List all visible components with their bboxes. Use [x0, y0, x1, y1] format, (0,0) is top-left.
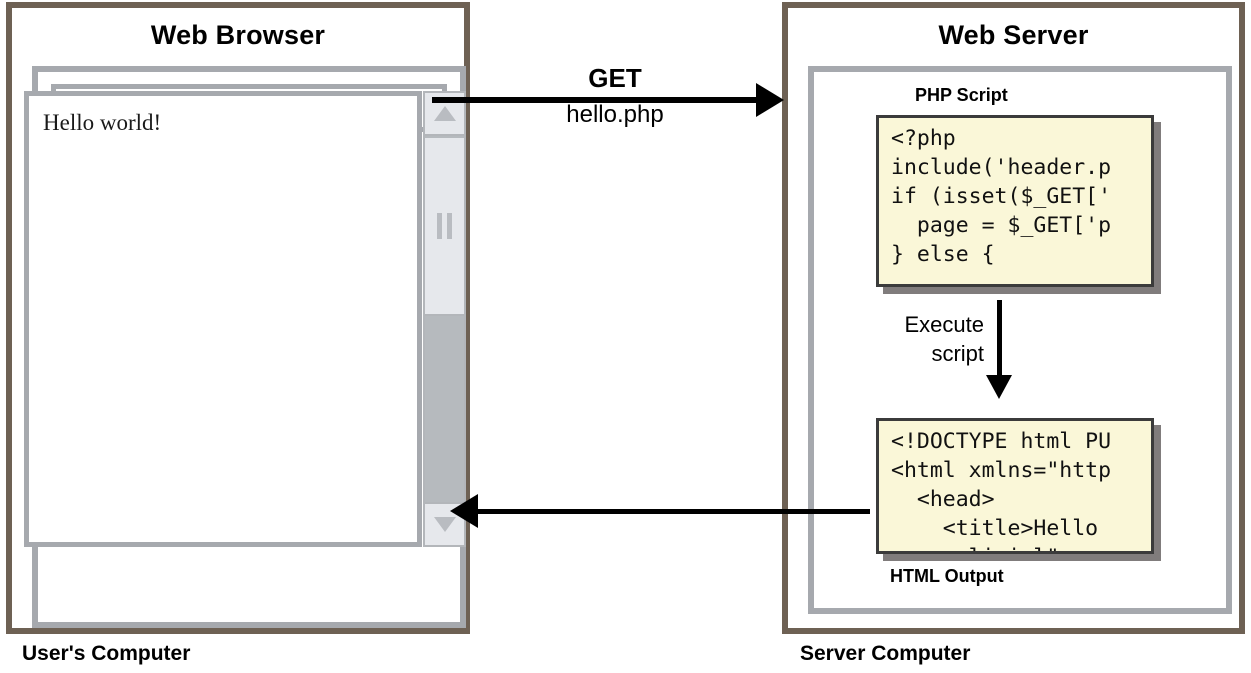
rendered-page-text: Hello world! [43, 110, 162, 135]
html-output-label: HTML Output [890, 566, 1004, 586]
request-arrow-line [432, 97, 758, 103]
html-output-code: <!DOCTYPE html PU <html xmlns="http <hea… [891, 429, 1112, 551]
execute-label-line1: Execute [904, 312, 985, 337]
browser-panel-title: Web Browser [150, 20, 326, 50]
execute-arrow-label: Execute script [860, 310, 985, 368]
user-computer-panel: Web Browser http://example.com/hello.php… [6, 2, 470, 634]
html-output-code-box: <!DOCTYPE html PU <html xmlns="http <hea… [876, 418, 1154, 554]
scrollbar-thumb[interactable] [425, 138, 464, 316]
grip-lines-icon [437, 213, 442, 239]
server-panel-title: Web Server [938, 20, 1089, 50]
execute-arrow-line [997, 300, 1002, 378]
user-computer-caption: User's Computer [22, 642, 191, 665]
browser-scrollbar[interactable] [423, 91, 466, 547]
request-arrow-head-icon [756, 83, 784, 117]
response-arrow-head-icon [450, 494, 478, 528]
execute-label-line2: script [931, 341, 984, 366]
server-computer-caption: Server Computer [800, 642, 971, 665]
request-file-label: hello.php [566, 101, 664, 128]
request-method-label: GET [588, 63, 642, 93]
php-script-code: <?php include('header.p if (isset($_GET[… [891, 126, 1112, 267]
php-script-code-box: <?php include('header.p if (isset($_GET[… [876, 115, 1154, 287]
execute-arrow-head-icon [986, 375, 1012, 399]
request-arrow-label: GET hello.php [520, 62, 710, 130]
browser-viewport: Hello world! [24, 91, 422, 547]
triangle-up-icon [433, 106, 456, 121]
php-script-label: PHP Script [915, 85, 1008, 105]
response-arrow-line [470, 509, 870, 514]
grip-lines-icon [447, 213, 452, 239]
